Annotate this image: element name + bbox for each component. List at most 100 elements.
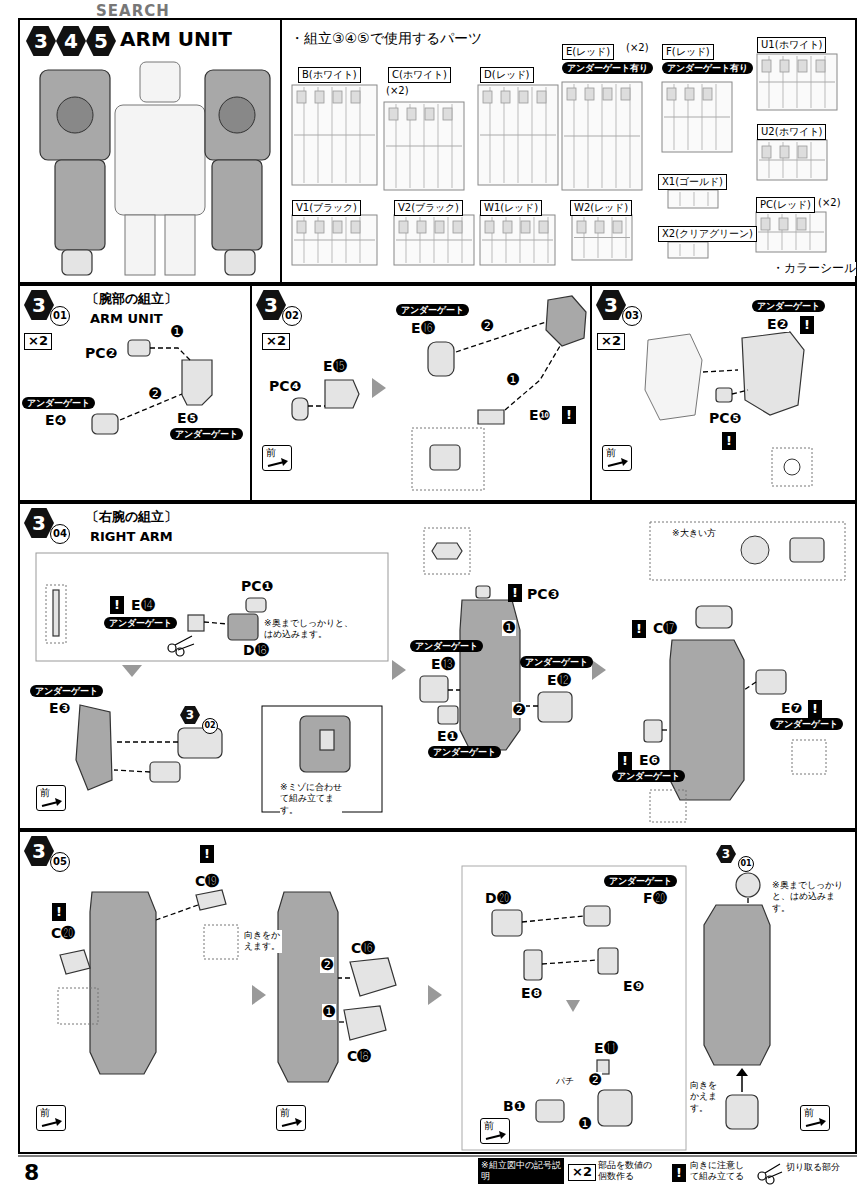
front-arrow xyxy=(295,1118,302,1126)
step-hex: 3 xyxy=(26,26,56,56)
sprue-drawing xyxy=(539,221,548,233)
order-number: ❷ xyxy=(588,1072,602,1088)
sprue-drawing xyxy=(294,240,375,241)
part-callout: E⓰ xyxy=(410,320,436,336)
assembly-note: ※奥までしっかりと、はめ込みます。 xyxy=(264,618,356,641)
runner-label: W2(レッド) xyxy=(570,196,632,216)
caution-mark: ! xyxy=(110,596,124,614)
sprue-drawing xyxy=(297,221,306,233)
quantity-mark: ×2 xyxy=(568,1164,596,1181)
order-number: ❷ xyxy=(320,957,334,973)
runner-name: B(ホワイト) xyxy=(298,67,361,83)
sprue-drawing xyxy=(798,60,807,72)
part-callout: E❷ xyxy=(766,316,789,332)
front-arrow xyxy=(268,462,284,466)
sprue-drawing xyxy=(389,108,398,120)
step-title-en: ARM UNIT xyxy=(90,312,163,327)
sprue-drawing xyxy=(564,136,640,137)
sprue-drawing xyxy=(662,82,732,152)
sprue-drawing xyxy=(478,85,558,185)
front-mark: 前 xyxy=(276,1105,306,1131)
sprue-drawing xyxy=(759,82,835,83)
part-callout: E❶ xyxy=(436,728,459,744)
part-callout: E❽ xyxy=(520,985,543,1001)
part-callout: E❺ xyxy=(176,410,199,426)
order-number: ❶ xyxy=(506,372,520,388)
runner-label: X1(ゴールド) xyxy=(658,170,727,190)
runner-label: U1(ホワイト) xyxy=(757,33,826,53)
front-arrow xyxy=(42,802,58,806)
sprue-drawing xyxy=(816,60,825,72)
sprue-drawing xyxy=(779,218,788,230)
step-title: 〔腕部の組立〕 xyxy=(86,292,177,307)
sprue-drawing xyxy=(386,146,462,147)
front-mark: 前 xyxy=(602,445,632,471)
part-callout: E⓬ xyxy=(546,672,572,688)
step-number: 01 xyxy=(738,856,754,872)
sprue-drawing xyxy=(351,221,360,233)
sprue-drawing xyxy=(758,232,824,233)
sprue-drawing xyxy=(483,91,492,103)
part-callout: E❿ xyxy=(528,407,551,423)
front-arrow xyxy=(499,1131,506,1139)
order-number: ❶ xyxy=(170,324,184,340)
runner-label: F(レッド)アンダーゲート有り xyxy=(662,40,714,60)
runner-name: D(レッド) xyxy=(480,67,534,83)
part-callout: C⓳ xyxy=(194,873,220,889)
sprue-drawing xyxy=(762,60,771,72)
part-callout: PC❶ xyxy=(240,578,274,594)
runner-name: PC(レッド) xyxy=(756,197,815,213)
sprue-drawing xyxy=(668,190,718,208)
assembly-note: ※ミゾに合わせて組み立てます。 xyxy=(280,782,342,816)
front-mark: 前 xyxy=(800,1105,830,1131)
sprue-drawing xyxy=(537,91,546,103)
sprue-drawing xyxy=(407,108,416,120)
sprue-drawing xyxy=(453,221,462,233)
sprue-drawing xyxy=(761,218,770,230)
undergate-badge: アンダーゲート xyxy=(104,617,177,629)
section-title: ARM UNIT xyxy=(120,28,232,51)
step-number: 02 xyxy=(282,306,302,326)
undergate-badge: アンダーゲート xyxy=(30,685,103,697)
part-callout: PC❸ xyxy=(526,586,560,602)
front-mark: 前 xyxy=(480,1118,510,1144)
step-number: 02 xyxy=(202,718,218,734)
runner-label: B(ホワイト) xyxy=(298,63,361,83)
runner-name: W1(レッド) xyxy=(480,200,542,216)
sprue-drawing xyxy=(613,221,622,233)
assembly-note: 向きをかえます。 xyxy=(244,930,282,953)
sprue-drawing xyxy=(703,88,712,100)
part-callout: F⓴ xyxy=(642,890,668,906)
undergate-badge: アンダーゲート xyxy=(410,640,483,652)
runner-name: V1(ブラック) xyxy=(292,200,361,216)
sprue-drawing xyxy=(294,135,375,136)
step-hex: 4 xyxy=(56,26,86,56)
quantity-mark: ×2 xyxy=(262,333,290,350)
caution-mark: ! xyxy=(800,316,814,334)
part-callout: E❸ xyxy=(48,700,71,716)
sprue-drawing xyxy=(685,88,694,100)
quantity-mark: ×2 xyxy=(597,333,625,350)
step-3-02-art xyxy=(292,296,586,490)
front-arrow xyxy=(819,1118,826,1126)
step-3-05-art xyxy=(58,866,770,1150)
caution-mark: ! xyxy=(618,752,632,770)
footer-art xyxy=(18,1156,857,1184)
caution-mark: ! xyxy=(722,432,736,450)
runner-name: F(レッド) xyxy=(662,44,714,60)
order-number: ❶ xyxy=(322,1004,336,1020)
runner-name: X1(ゴールド) xyxy=(658,174,727,190)
runner-label: V1(ブラック) xyxy=(292,196,361,216)
step-3-04-art xyxy=(36,522,845,822)
runner-label: U2(ホワイト) xyxy=(757,120,826,140)
sprue-drawing xyxy=(567,88,576,100)
part-callout: E❾ xyxy=(622,978,645,994)
sticker-note: ・カラーシール xyxy=(772,262,856,276)
sprue-drawing xyxy=(757,140,827,180)
quantity-note: (×2) xyxy=(818,197,841,209)
sprue-drawing xyxy=(756,212,826,252)
part-callout: E⓯ xyxy=(322,358,348,374)
legend-text: 部品を数値の個数作る xyxy=(598,1160,658,1183)
sprue-drawing xyxy=(680,244,681,256)
sprue-drawing xyxy=(521,221,530,233)
